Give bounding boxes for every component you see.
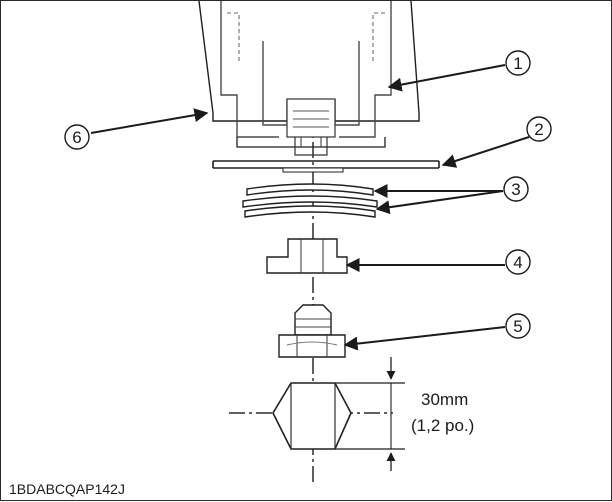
hex-end-view bbox=[229, 382, 393, 450]
callout-4-label: 4 bbox=[513, 253, 522, 272]
dimension-value: 30mm bbox=[421, 390, 468, 409]
washers bbox=[242, 183, 378, 218]
callout-2: 2 bbox=[526, 116, 552, 142]
leader-2 bbox=[441, 136, 530, 168]
housing bbox=[198, 1, 420, 156]
callout-3-label: 3 bbox=[511, 180, 520, 199]
callout-5: 5 bbox=[505, 313, 531, 339]
dimension-30mm bbox=[335, 357, 405, 471]
callout-3: 3 bbox=[503, 176, 529, 202]
callout-5-label: 5 bbox=[513, 317, 522, 336]
leader-3b bbox=[375, 190, 504, 215]
shim bbox=[212, 160, 440, 173]
callout-6-label: 6 bbox=[72, 128, 81, 147]
dimension-alt-units: (1,2 po.) bbox=[411, 416, 474, 435]
figure-reference: 1BDABCQAP142J bbox=[9, 481, 125, 497]
callout-2-label: 2 bbox=[534, 120, 543, 139]
leader-1 bbox=[387, 64, 506, 92]
bolt bbox=[278, 304, 346, 358]
callout-1-label: 1 bbox=[513, 54, 522, 73]
callout-1: 1 bbox=[505, 50, 531, 76]
callout-4: 4 bbox=[505, 249, 531, 275]
leader-5 bbox=[343, 326, 506, 351]
callout-6: 6 bbox=[64, 124, 90, 150]
leader-lines bbox=[90, 64, 530, 351]
coupling bbox=[266, 238, 348, 274]
leader-6 bbox=[90, 108, 209, 134]
